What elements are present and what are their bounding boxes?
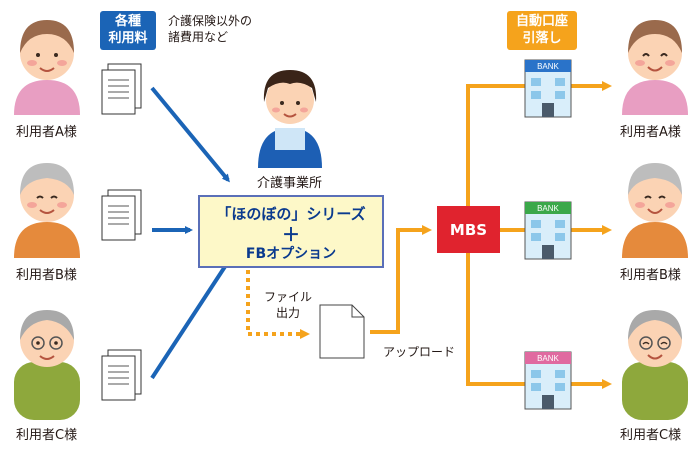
arrow-a-to-fb — [150, 86, 230, 183]
user-a-right-figure — [622, 20, 688, 115]
series-title: 「ほのぼの」シリーズ — [216, 205, 366, 223]
bank-b-label: BANK — [537, 204, 559, 213]
fee-document-b — [101, 189, 142, 241]
auto-debit-tag: 自動口座 引落し — [507, 11, 577, 50]
user-b-label: 利用者B様 — [16, 268, 77, 283]
plus-sign: ＋ — [282, 225, 300, 246]
user-b-figure — [14, 163, 80, 258]
user-c-right-figure — [622, 310, 688, 420]
fees-tag: 各種 利用料 — [100, 11, 156, 50]
output-file-icon — [319, 304, 365, 359]
auto-debit-line2: 引落し — [522, 31, 562, 46]
bank-b-building — [524, 201, 572, 260]
fee-document-c — [101, 349, 142, 401]
user-b-right-label: 利用者B様 — [620, 268, 681, 283]
fb-option-box: 「ほのぼの」シリーズ ＋ FBオプション — [198, 195, 384, 268]
file-output-path — [246, 270, 310, 339]
user-a-label: 利用者A様 — [16, 125, 77, 140]
user-c-right-label: 利用者C様 — [620, 428, 682, 443]
upload-label: アップロード — [383, 345, 456, 359]
fee-document-a — [101, 63, 142, 115]
bank-c-building — [524, 351, 572, 410]
user-a-right-label: 利用者A様 — [620, 125, 681, 140]
fb-option-label: FBオプション — [245, 246, 337, 262]
mbs-box: MBS — [437, 206, 500, 253]
auto-debit-line1: 自動口座 — [515, 14, 568, 29]
fees-note-line2: 諸費用など — [168, 30, 229, 44]
bank-a-building — [524, 59, 572, 118]
file-output-label: ファイル 出力 — [264, 289, 312, 321]
user-b-right-figure — [622, 163, 688, 258]
fees-note: 介護保険以外の 諸費用など — [168, 13, 252, 45]
office-label: 介護事業所 — [257, 176, 323, 191]
bank-c-label: BANK — [537, 354, 559, 363]
bank-a-label: BANK — [537, 62, 559, 71]
file-output-line2: 出力 — [276, 306, 301, 320]
fees-tag-line2: 利用料 — [108, 31, 148, 46]
user-c-figure — [14, 310, 80, 420]
fees-note-line1: 介護保険以外の — [168, 14, 253, 28]
file-output-line1: ファイル — [264, 290, 313, 304]
user-c-label: 利用者C様 — [16, 428, 78, 443]
office-staff-figure — [258, 70, 322, 168]
upload-path — [370, 225, 432, 334]
arrow-c-to-fb — [150, 259, 230, 380]
user-a-figure — [14, 20, 80, 115]
fees-tag-line1: 各種 — [114, 14, 141, 29]
